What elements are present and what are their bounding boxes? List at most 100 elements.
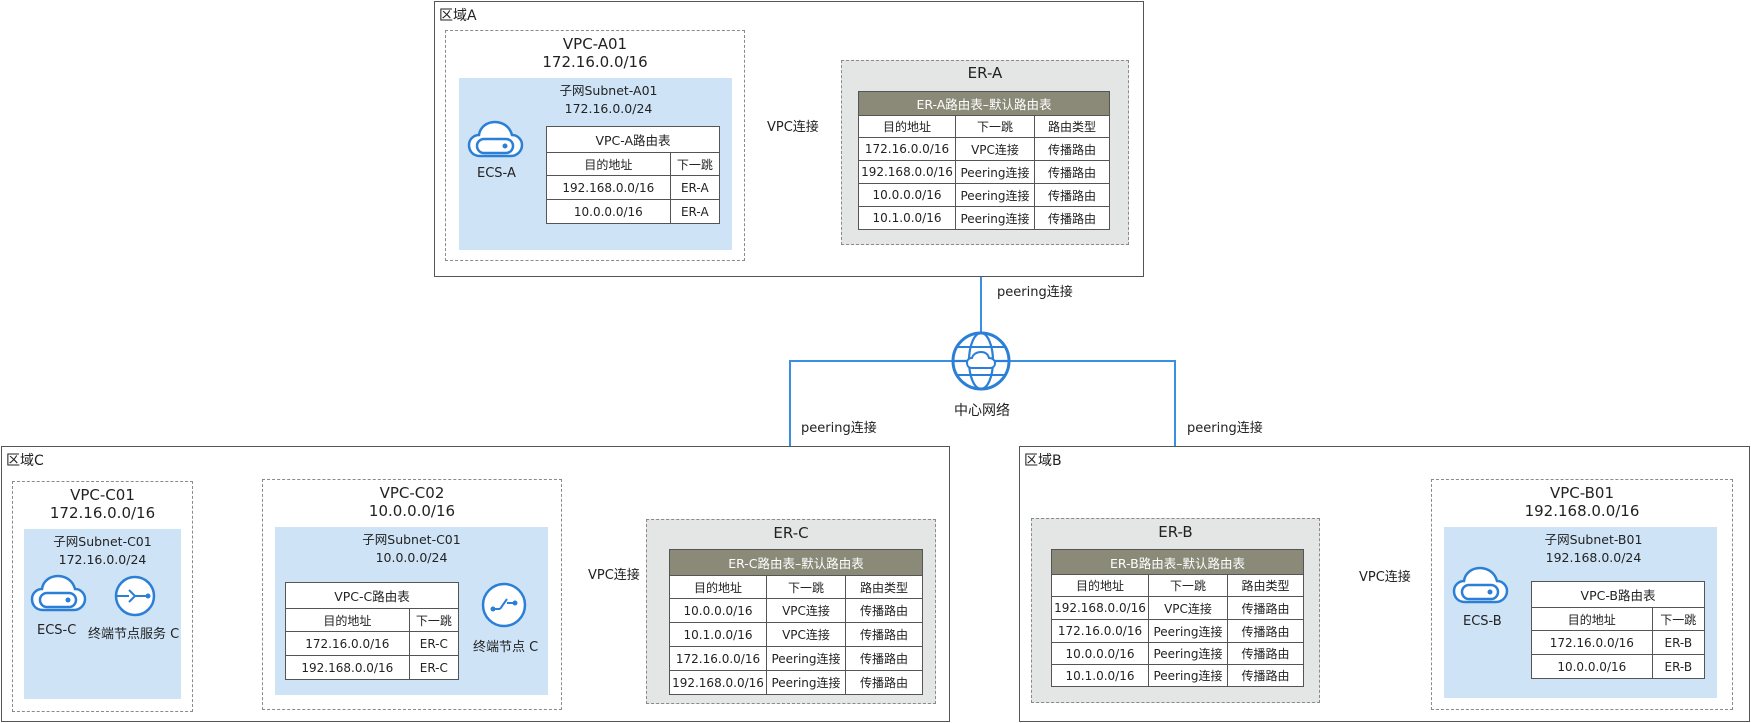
vpc-c01-name: VPC-C01 (70, 486, 135, 504)
column-header: 目的地址 (285, 608, 410, 632)
table-cell: 10.0.0.0/16 (1051, 642, 1149, 665)
table-cell: 10.0.0.0/16 (669, 598, 767, 623)
er-c: ER-C ER-C路由表–默认路由表 目的地址下一跳路由类型 10.0.0.0/… (646, 519, 936, 704)
endpoint-service-label: 终端节点服务 C (88, 627, 180, 642)
table-cell: 192.168.0.0/16 (669, 670, 767, 695)
link-label-vpc-b: VPC连接 (1359, 570, 1411, 585)
column-header: 目的地址 (858, 115, 956, 138)
ecs-cloud-icon (30, 574, 87, 612)
table-cell: ER-B (1651, 630, 1706, 655)
table-cell: 10.0.0.0/16 (546, 199, 671, 224)
route-table-title: ER-B路由表–默认路由表 (1051, 549, 1304, 575)
vpc-b01-name: VPC-B01 (1549, 484, 1615, 502)
vpc-a01-cidr: 172.16.0.0/16 (542, 53, 648, 71)
er-a-name: ER-A (967, 64, 1003, 82)
ecs-a-label: ECS-A (477, 166, 516, 181)
er-a: ER-A ER-A路由表–默认路由表 目的地址下一跳路由类型 172.16.0.… (841, 60, 1129, 245)
table-cell: 172.16.0.0/16 (669, 646, 767, 671)
column-header: 目的地址 (669, 575, 767, 599)
table-cell: ER-C (408, 631, 460, 656)
subnet-c01: 子网Subnet-C01 172.16.0.0/24 (24, 529, 181, 699)
table-cell: 10.1.0.0/16 (669, 622, 767, 647)
table-cell: 192.168.0.0/16 (858, 160, 956, 184)
endpoint-icon (481, 582, 527, 628)
table-cell: 传播路由 (1227, 664, 1304, 687)
table-cell: Peering连接 (955, 160, 1035, 184)
column-header: 路由类型 (1034, 115, 1110, 138)
table-cell: VPC连接 (766, 598, 846, 623)
column-header: 目的地址 (1531, 607, 1653, 631)
table-cell: VPC连接 (1148, 596, 1228, 620)
subnet-c02-cidr: 10.0.0.0/24 (375, 550, 448, 565)
column-header: 目的地址 (1051, 574, 1149, 597)
table-cell: 传播路由 (845, 622, 923, 647)
vpc-c02-name: VPC-C02 (379, 484, 445, 502)
table-cell: 172.16.0.0/16 (285, 631, 410, 656)
table-cell: Peering连接 (1148, 642, 1228, 665)
table-cell: 10.1.0.0/16 (858, 206, 956, 230)
table-cell: 传播路由 (845, 598, 923, 623)
route-table-title: ER-C路由表–默认路由表 (669, 549, 923, 576)
route-table-title: ER-A路由表–默认路由表 (858, 91, 1110, 116)
table-cell: Peering连接 (1148, 619, 1228, 643)
column-header: 路由类型 (845, 575, 923, 599)
table-cell: 172.16.0.0/16 (1051, 619, 1149, 643)
region-b-label: 区域B (1024, 453, 1062, 469)
column-header: 目的地址 (546, 152, 671, 176)
region-c-label: 区域C (6, 453, 44, 469)
subnet-b01-cidr: 192.168.0.0/24 (1545, 550, 1642, 565)
ecs-c-label: ECS-C (37, 623, 77, 638)
table-cell: 192.168.0.0/16 (285, 655, 410, 680)
table-cell: 传播路由 (1034, 160, 1110, 184)
table-cell: 10.0.0.0/16 (858, 183, 956, 207)
table-cell: 传播路由 (845, 646, 923, 671)
column-header: 路由类型 (1227, 574, 1304, 597)
table-cell: 10.1.0.0/16 (1051, 664, 1149, 687)
ecs-b-label: ECS-B (1463, 614, 1502, 629)
table-cell: ER-A (669, 175, 721, 200)
table-cell: 172.16.0.0/16 (858, 137, 956, 161)
link-label-center-er-c: peering连接 (801, 421, 877, 436)
column-header: 下一跳 (766, 575, 846, 599)
table-cell: Peering连接 (955, 183, 1035, 207)
column-header: 下一跳 (1148, 574, 1228, 597)
table-cell: 传播路由 (1227, 619, 1304, 643)
link-label-vpc-a: VPC连接 (767, 120, 819, 135)
subnet-a01-cidr: 172.16.0.0/24 (564, 101, 653, 116)
subnet-b01: 子网Subnet-B01 192.168.0.0/24 VPC-B路由表 目的地… (1444, 527, 1717, 698)
table-cell: VPC连接 (766, 622, 846, 647)
route-table-title: VPC-C路由表 (285, 582, 459, 609)
table-cell: 192.168.0.0/16 (1051, 596, 1149, 620)
table-cell: Peering连接 (955, 206, 1035, 230)
ecs-cloud-icon (467, 120, 524, 158)
subnet-c01-name: 子网Subnet-C01 (53, 534, 152, 549)
table-cell: 10.0.0.0/16 (1531, 654, 1653, 679)
table-cell: 传播路由 (1034, 183, 1110, 207)
vpc-b01-cidr: 192.168.0.0/16 (1524, 502, 1640, 520)
table-cell: 传播路由 (1034, 137, 1110, 161)
subnet-b01-name: 子网Subnet-B01 (1544, 532, 1643, 547)
column-header: 下一跳 (1651, 607, 1706, 631)
route-table-title: VPC-A路由表 (546, 126, 720, 153)
subnet-a01-name: 子网Subnet-A01 (559, 83, 658, 98)
table-cell: 192.168.0.0/16 (546, 175, 671, 200)
er-c-name: ER-C (773, 524, 809, 542)
vpc-a01-name: VPC-A01 (562, 35, 628, 53)
route-table-title: VPC-B路由表 (1531, 581, 1705, 608)
subnet-c02-name: 子网Subnet-C01 (362, 532, 461, 547)
vpc-c02-cidr: 10.0.0.0/16 (368, 502, 456, 520)
table-cell: 传播路由 (845, 670, 923, 695)
table-cell: 传播路由 (1034, 206, 1110, 230)
link-label-center-er-b: peering连接 (1187, 421, 1263, 436)
table-cell: ER-C (408, 655, 460, 680)
er-b: ER-B ER-B路由表–默认路由表 目的地址下一跳路由类型 192.168.0… (1031, 518, 1320, 703)
table-cell: 172.16.0.0/16 (1531, 630, 1653, 655)
table-cell: 传播路由 (1227, 596, 1304, 620)
er-b-name: ER-B (1158, 523, 1193, 541)
center-network-label: 中心网络 (954, 403, 1010, 419)
vpc-c01-cidr: 172.16.0.0/16 (49, 504, 156, 522)
